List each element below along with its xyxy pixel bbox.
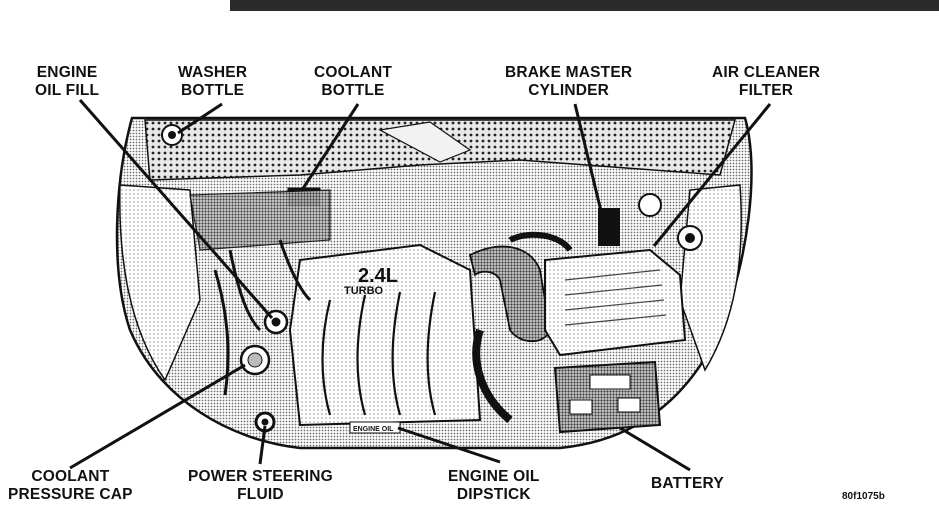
header-bar bbox=[230, 0, 939, 11]
label-power-steering-fluid: POWER STEERING FLUID bbox=[188, 468, 333, 503]
leader-battery bbox=[619, 426, 691, 472]
label-engine-oil-dipstick: ENGINE OIL DIPSTICK bbox=[448, 468, 540, 503]
leader-brake-master-cylinder bbox=[573, 103, 610, 241]
label-washer-bottle: WASHER BOTTLE bbox=[178, 64, 248, 99]
leader-coolant-bottle bbox=[300, 103, 360, 191]
engine-turbo-badge: TURBO bbox=[344, 285, 384, 297]
label-coolant-pressure-cap: COOLANT PRESSURE CAP bbox=[8, 468, 133, 503]
leader-air-cleaner-filter bbox=[652, 103, 772, 247]
battery bbox=[553, 360, 662, 434]
leader-washer-bottle bbox=[177, 102, 223, 135]
turbo-intake-pipe bbox=[468, 245, 551, 343]
leader-engine-oil-dipstick bbox=[397, 426, 501, 464]
label-battery: BATTERY bbox=[651, 475, 724, 492]
label-engine-oil-fill: ENGINE OIL FILL bbox=[35, 64, 100, 99]
engine-displacement-mark: 2.4L bbox=[358, 265, 398, 287]
air-cleaner-box bbox=[544, 248, 687, 357]
leader-engine-oil-fill bbox=[78, 99, 274, 319]
label-coolant-bottle: COOLANT BOTTLE bbox=[314, 64, 393, 99]
dipstick-tag-text: ENGINE OIL bbox=[353, 426, 394, 433]
leader-lines bbox=[69, 99, 772, 472]
left-fender bbox=[119, 184, 201, 382]
label-brake-master-cylinder: BRAKE MASTER CYLINDER bbox=[505, 64, 633, 99]
label-air-cleaner-filter: AIR CLEANER FILTER bbox=[712, 64, 821, 99]
leader-coolant-pressure-cap bbox=[69, 363, 246, 470]
intake-manifold bbox=[288, 243, 482, 427]
leader-power-steering-fluid bbox=[258, 425, 267, 465]
figure-code: 80f1075b bbox=[842, 491, 885, 502]
